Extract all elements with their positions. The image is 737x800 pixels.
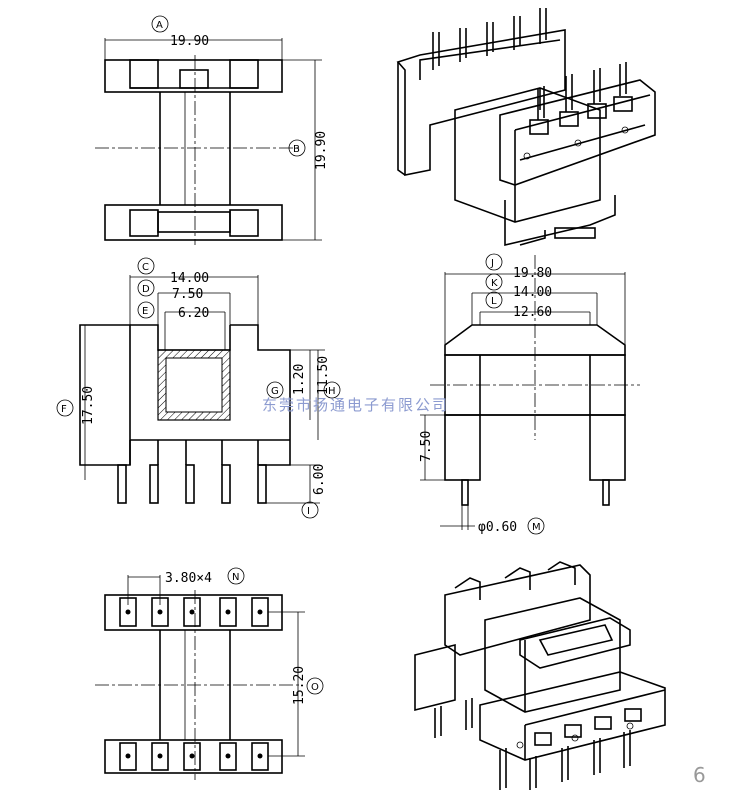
dim-o-text: 15.20 (292, 666, 307, 705)
dim-l-text: 12.60 (513, 305, 552, 320)
dim-k-text: 14.00 (513, 285, 552, 300)
iso-view-top (396, 8, 656, 247)
svg-text:N: N (232, 572, 239, 583)
callout-k: K (485, 273, 503, 291)
callout-c: C (137, 257, 155, 275)
svg-text:B: B (293, 144, 300, 155)
dim-i-text: 6.00 (312, 464, 327, 495)
svg-text:C: C (142, 262, 149, 273)
svg-text:F: F (61, 404, 67, 415)
dim-n-text: 3.80×4 (165, 571, 212, 586)
page-number: 6 (693, 763, 706, 787)
dim-j-text: 19.80 (513, 266, 552, 281)
svg-text:G: G (271, 386, 279, 397)
svg-text:A: A (156, 20, 163, 31)
callout-j: J (485, 253, 503, 271)
dim-h-text: 11.50 (316, 356, 331, 395)
callout-d: D (137, 279, 155, 297)
svg-text:J: J (490, 258, 494, 269)
svg-text:E: E (142, 306, 148, 317)
dim-e-text: 6.20 (178, 306, 209, 321)
dim-d-text: 7.50 (172, 287, 203, 302)
svg-text:M: M (532, 522, 541, 533)
watermark-text: 东莞市扬通电子有限公司 (262, 396, 449, 414)
dim-m-text: φ0.60 (478, 520, 517, 535)
dim-side-height-text: 7.50 (419, 431, 434, 462)
callout-l: L (485, 291, 503, 309)
callout-g: G (266, 381, 284, 399)
svg-text:I: I (307, 506, 310, 517)
svg-text:L: L (491, 296, 497, 307)
side-view: 19.80 J 14.00 K 12.60 L (419, 253, 640, 535)
callout-m: M (527, 517, 545, 535)
dim-g-text: 1.20 (292, 364, 307, 395)
dim-c-text: 14.00 (170, 271, 209, 286)
svg-text:H: H (328, 386, 336, 397)
callout-n: N (227, 567, 245, 585)
callout-b: B (288, 139, 306, 157)
callout-a: A (151, 15, 169, 33)
top-view: 19.90 A 19.90 B (95, 15, 329, 245)
callout-f: F (56, 399, 74, 417)
callout-h: H (323, 381, 341, 399)
callout-e: E (137, 301, 155, 319)
bottom-view: 3.80×4 N (95, 567, 324, 780)
iso-view-bottom (414, 561, 666, 790)
front-view: 14.00 C 7.50 D 6.20 E (56, 257, 341, 519)
svg-text:O: O (311, 682, 319, 693)
callout-o: O (306, 677, 324, 695)
dim-f-text: 17.50 (81, 386, 96, 425)
callout-i: I (301, 501, 319, 519)
dim-b-text: 19.90 (314, 131, 329, 170)
svg-text:D: D (142, 284, 150, 295)
svg-text:K: K (491, 278, 498, 289)
dim-a-text: 19.90 (170, 34, 209, 49)
